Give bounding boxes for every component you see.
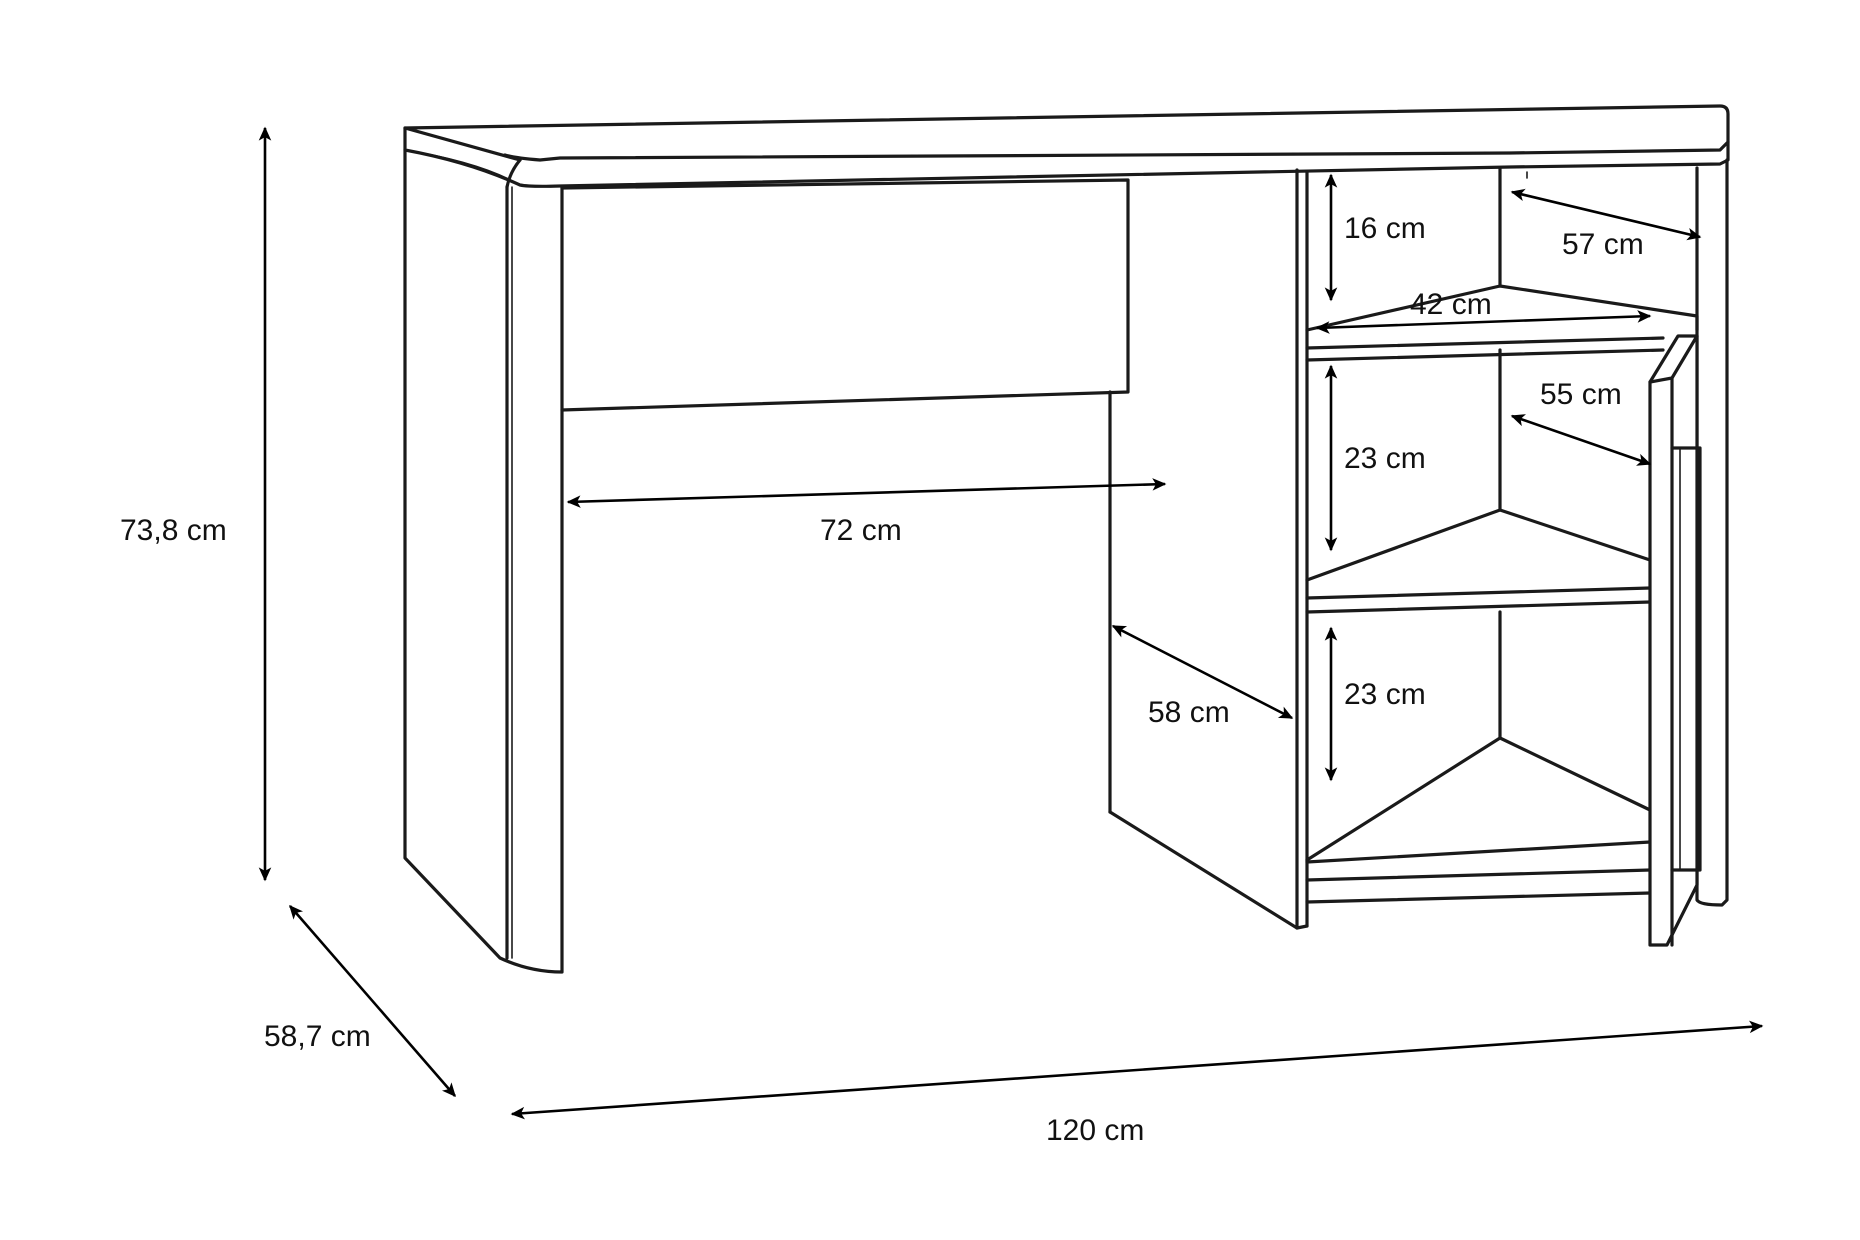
shelf-width-arrow: [1315, 310, 1652, 334]
cabinet-right-side: [1695, 158, 1729, 907]
top-shelf-height-label: 16 cm: [1344, 212, 1426, 245]
left-leg-panel: [403, 148, 564, 974]
knee-depth-label: 58 cm: [1148, 696, 1230, 729]
cabinet-door: [1648, 334, 1702, 947]
top-shelf-depth-arrow: [1510, 188, 1702, 241]
depth-label: 58,7 cm: [264, 1020, 371, 1053]
cabinet-depth-arrow: [1510, 414, 1652, 466]
knee-depth-arrow: [1111, 624, 1294, 720]
middle-shelf-height-label: 23 cm: [1344, 442, 1426, 475]
cabinet-depth-label: 55 cm: [1540, 378, 1622, 411]
dimension-labels: 73,8 cm 58,7 cm 120 cm 72 cm 58 cm 16 cm…: [120, 212, 1644, 1147]
dimension-arrows: [258, 126, 1764, 1120]
knee-width-arrow: [566, 478, 1167, 508]
knee-width-label: 72 cm: [820, 514, 902, 547]
depth-arrow: [289, 904, 456, 1098]
height-label: 73,8 cm: [120, 514, 227, 547]
top-shelf-depth-label: 57 cm: [1562, 228, 1644, 261]
cabinet-shelves: [1305, 166, 1699, 904]
width-label: 120 cm: [1046, 1114, 1144, 1147]
bottom-shelf-height-label: 23 cm: [1344, 678, 1426, 711]
drawer-front: [560, 178, 1130, 814]
inner-side-panel: [1108, 168, 1309, 930]
desk-top: [403, 104, 1730, 188]
shelf-width-label: 42 cm: [1410, 288, 1492, 321]
width-arrow: [510, 1020, 1764, 1120]
desk-outline: [403, 104, 1730, 974]
